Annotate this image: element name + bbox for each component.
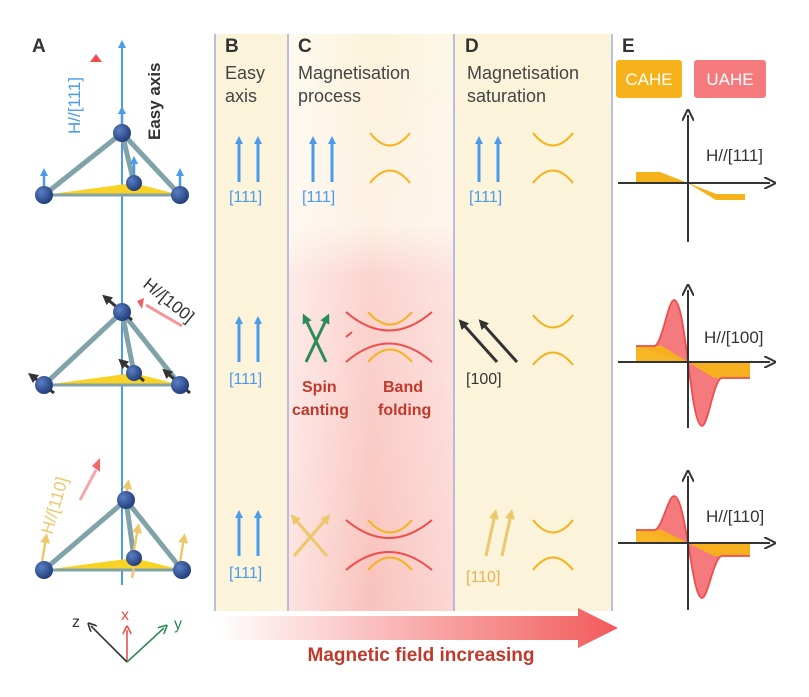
panel-title: process xyxy=(298,86,361,106)
panel-letter: E xyxy=(622,36,635,57)
panel-b-background xyxy=(215,34,288,611)
axis-x-label: x xyxy=(121,607,129,624)
legend-uahe xyxy=(694,60,766,98)
panel-letter: B xyxy=(225,36,239,57)
panel-title: axis xyxy=(225,86,257,106)
axis-y-label: y xyxy=(174,616,182,633)
tetrahedron-110 xyxy=(35,479,191,579)
direction-label: [111] xyxy=(229,565,262,582)
panel-title: saturation xyxy=(467,86,546,106)
spin-pair xyxy=(484,509,515,557)
plot-field-label: H//[110] xyxy=(706,507,764,526)
direction-label: [111] xyxy=(469,189,502,206)
axis-z-label: z xyxy=(72,614,80,631)
spin-pair xyxy=(235,510,262,556)
tetrahedron-111 xyxy=(35,106,189,204)
direction-label: [111] xyxy=(229,189,262,206)
spin-canting-label: Spin xyxy=(302,379,337,396)
legend-cahe xyxy=(616,60,682,98)
direction-label: [111] xyxy=(229,371,262,388)
spin-pair xyxy=(235,136,262,182)
easy-axis-label: Easy axis xyxy=(145,62,164,140)
legend-cahe-label: CAHE xyxy=(625,70,672,89)
tetrahedron-100 xyxy=(28,294,191,395)
direction-label: [110] xyxy=(466,569,500,586)
canted-spins xyxy=(290,514,331,557)
panel-title: Magnetisation xyxy=(298,63,410,83)
band-structure xyxy=(369,132,411,184)
band-folding-label: folding xyxy=(378,402,431,419)
field-arrow xyxy=(78,469,98,501)
panel-title: Magnetisation xyxy=(467,63,579,83)
field-increase-label: Magnetic field increasing xyxy=(308,645,535,666)
coordinate-axes xyxy=(91,626,164,663)
direction-label: [100] xyxy=(466,371,502,388)
panel-letter: A xyxy=(32,36,46,57)
legend-uahe-label: UAHE xyxy=(706,70,753,89)
spin-pair xyxy=(475,136,502,182)
field-arrow xyxy=(145,303,183,328)
hall-plot-110 xyxy=(618,476,770,610)
band-structure xyxy=(532,132,574,184)
spin-pair xyxy=(309,136,336,182)
plot-field-label: H//[100] xyxy=(704,328,764,347)
field-label-111: H//[111] xyxy=(65,77,84,134)
band-structure xyxy=(532,519,574,571)
band-structure xyxy=(532,314,574,366)
folded-bands xyxy=(345,311,433,363)
spin-pair xyxy=(235,316,262,362)
plot-field-label: H//[111] xyxy=(706,146,763,165)
panel-d-background xyxy=(454,34,612,611)
direction-label: [111] xyxy=(302,189,335,206)
field-increase-arrow xyxy=(216,608,618,648)
hall-plot-111 xyxy=(618,115,770,242)
spin-pair xyxy=(458,319,519,364)
panel-letter: C xyxy=(298,36,312,57)
panel-letter: D xyxy=(465,36,479,57)
field-label-110: H//[110] xyxy=(38,475,72,536)
panel-title: Easy xyxy=(225,63,265,83)
folded-bands xyxy=(345,519,433,571)
hall-plot-100 xyxy=(618,290,770,428)
canted-spins xyxy=(302,313,330,363)
spin-canting-label: canting xyxy=(292,402,349,419)
band-folding-label: Band xyxy=(383,379,423,396)
